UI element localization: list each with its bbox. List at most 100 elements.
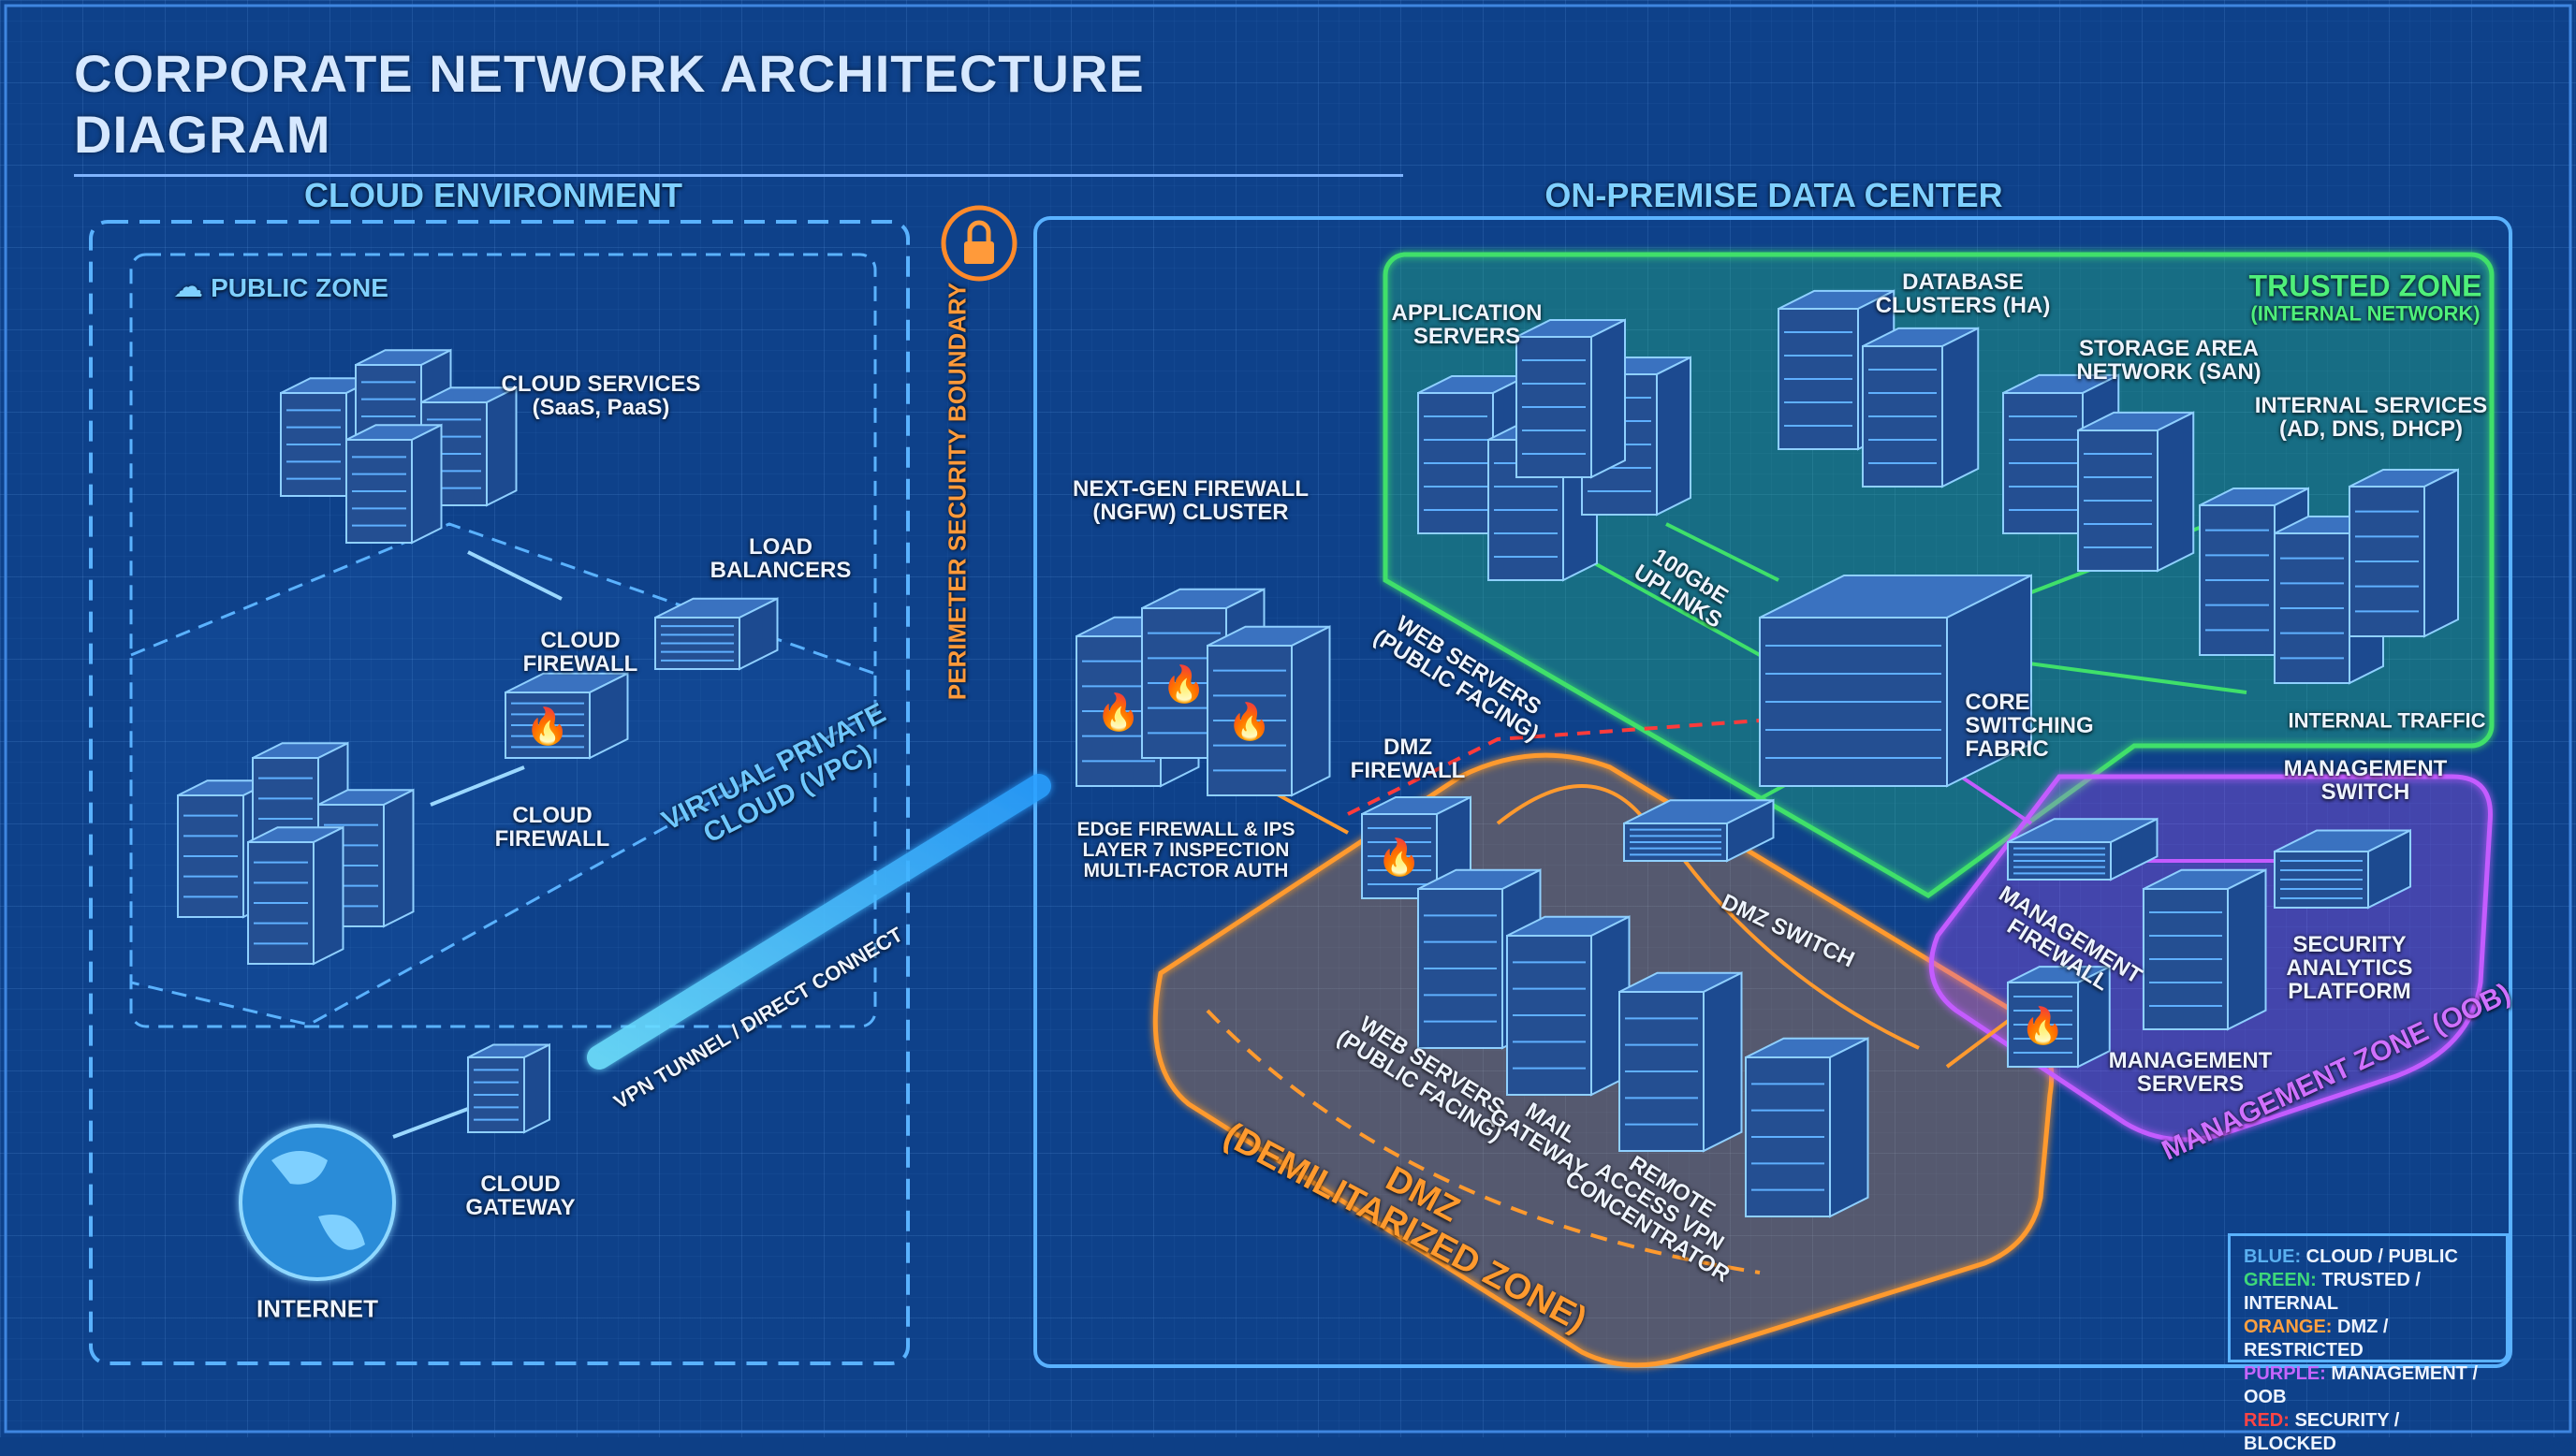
internal-services-rack [2274, 515, 2384, 685]
label-line: DMZ [1383, 734, 1432, 760]
label-line: CLOUD [540, 627, 621, 653]
fire-icon: 🔥 [1162, 663, 1206, 705]
link-servers-firewall [430, 765, 525, 807]
trusted-zone-title: TRUSTED ZONE(INTERNAL NETWORK) [2249, 270, 2482, 326]
dmz-server-rack [1618, 971, 1743, 1153]
label-line: EDGE FIREWALL & IPS [1076, 818, 1295, 840]
legend-text: CLOUD / PUBLIC [2301, 1246, 2458, 1267]
database-rack [1862, 327, 1980, 488]
label-line: (NGFW) CLUSTER [1092, 500, 1289, 525]
public-zone-text: PUBLIC ZONE [211, 273, 388, 303]
legend: BLUE: CLOUD / PUBLIC GREEN: TRUSTED / IN… [2228, 1233, 2509, 1454]
label-line: SERVERS [1412, 324, 1521, 349]
label-line: SECURITY [2292, 932, 2407, 958]
label-line: (AD, DNS, DHCP) [2279, 416, 2463, 442]
legend-key: GREEN: [2244, 1270, 2317, 1290]
legend-text: TRUSTED / INTERNAL [2244, 1270, 2421, 1314]
core-switch-stack [1759, 574, 2032, 788]
legend-text: MANAGEMENT / OOB [2244, 1363, 2479, 1407]
management-firewall-device: 🔥 [2007, 965, 2111, 1069]
fire-icon: 🔥 [1227, 701, 1271, 742]
label-line: FIREWALL [522, 651, 638, 677]
legend-item-orange: ORANGE: DMZ / RESTRICTED [2244, 1316, 2493, 1362]
vpn-tunnel [587, 774, 1051, 1070]
label-line: SWITCHING [1965, 713, 2094, 739]
san-rack [2077, 411, 2195, 573]
internal-services-rack [2349, 468, 2459, 638]
label-line: SWITCH [2320, 779, 2410, 805]
legend-item-purple: PURPLE: MANAGEMENT / OOB [2244, 1362, 2493, 1409]
load-balancer-device [654, 597, 779, 671]
cloud-icon: ☁ [173, 269, 204, 304]
label-line: BALANCERS [710, 558, 852, 583]
label-line: CLOUD SERVICES [501, 371, 701, 397]
legend-item-green: GREEN: TRUSTED / INTERNAL [2244, 1269, 2493, 1316]
cloud-environment-boundary [89, 220, 910, 1365]
link-internet-gateway [392, 1107, 469, 1139]
outer-frame [4, 4, 2572, 1434]
label-line: MANAGEMENT [2283, 755, 2448, 781]
label-line: CLOUD [480, 1171, 561, 1197]
cloud-service-node [345, 423, 443, 545]
label-line: LOAD [748, 533, 812, 560]
public-zone-label: ☁PUBLIC ZONE [173, 269, 388, 304]
fire-icon: 🔥 [1377, 837, 1421, 878]
label-line: (INTERNAL NETWORK) [2250, 301, 2481, 326]
ngfw-label: NEXT-GEN FIREWALL(NGFW) CLUSTER [1073, 475, 1309, 525]
legend-key: RED: [2244, 1410, 2290, 1431]
cloud-firewall-device: 🔥 [505, 672, 629, 760]
fire-icon: 🔥 [1096, 692, 1140, 733]
dmz-server-rack [1506, 915, 1631, 1097]
label-line: GATEWAY [465, 1195, 576, 1220]
perimeter-label: PERIMETER SECURITY BOUNDARY [943, 282, 972, 701]
label-line: NEXT-GEN FIREWALL [1073, 475, 1309, 502]
label-line: CLUSTERS (HA) [1875, 293, 2051, 318]
management-server-rack [2143, 868, 2267, 1031]
fire-icon: 🔥 [525, 706, 569, 747]
label-line: (SaaS, PaaS) [532, 395, 670, 420]
cloud-gateway-device [467, 1042, 550, 1134]
label-line: PLATFORM [2288, 979, 2411, 1005]
onprem-title: ON-PREMISE DATA CENTER [1544, 176, 2003, 215]
legend-key: ORANGE: [2244, 1317, 2333, 1337]
devices: 🔥 🔥 🔥 🔥 🔥 [177, 289, 2459, 1218]
internet-label: INTERNET [256, 1294, 378, 1323]
label-line: SERVERS [2136, 1071, 2245, 1097]
vpc-server-rack [247, 825, 344, 966]
label-line: INTERNAL SERVICES [2254, 392, 2488, 418]
label-line: CORE [1965, 690, 2030, 716]
globe-continents [271, 1151, 365, 1250]
label-line: MULTI-FACTOR AUTH [1083, 860, 1289, 882]
internal-traffic-label: INTERNAL TRAFFIC [2288, 708, 2486, 733]
legend-key: PURPLE: [2244, 1363, 2326, 1384]
label-line: MANAGEMENT [2108, 1047, 2273, 1073]
label-line: CLOUD [512, 802, 593, 828]
dmz-server-rack [1745, 1037, 1869, 1218]
label-line: DATABASE [1902, 269, 2024, 295]
legend-item-blue: BLUE: CLOUD / PUBLIC [2244, 1245, 2493, 1269]
label-line: FIREWALL [1350, 758, 1466, 783]
lock-icon [964, 220, 994, 264]
label-line: FIREWALL [494, 826, 610, 852]
internet-globe-icon [239, 1124, 396, 1281]
ngfw-appliance: 🔥 [1207, 625, 1331, 797]
legend-key: BLUE: [2244, 1246, 2302, 1267]
dmz-switch-device [1623, 798, 1775, 863]
label-line: NETWORK (SAN) [2076, 359, 2261, 385]
cloud-services-label: CLOUD SERVICES(SaaS, PaaS) [501, 371, 701, 420]
label-line: LAYER 7 INSPECTION [1082, 838, 1290, 861]
link-cloudservices-lb [467, 550, 563, 601]
label-line: FABRIC [1965, 736, 2049, 763]
label-line: APPLICATION [1391, 299, 1543, 326]
